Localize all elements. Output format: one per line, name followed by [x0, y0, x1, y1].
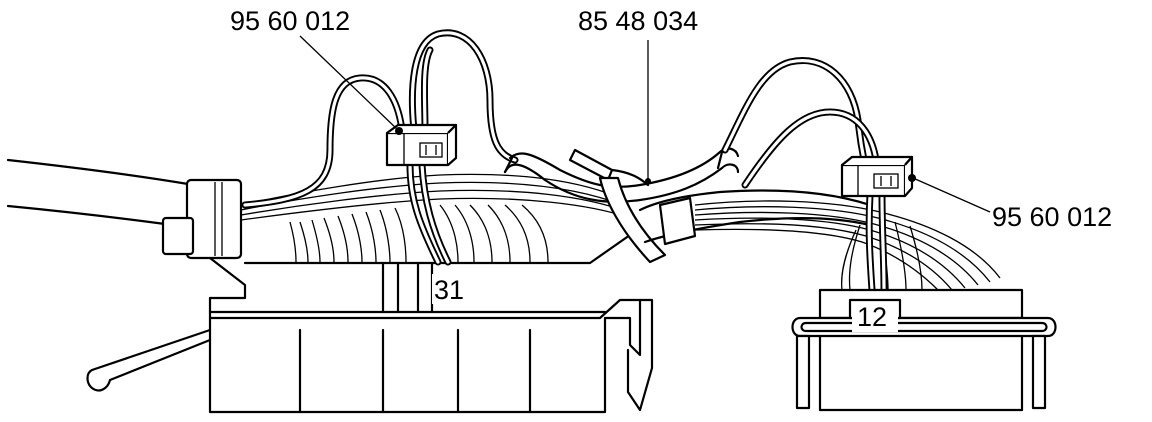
label-plug-right: 12 [857, 302, 887, 332]
right-connector-wires [721, 57, 888, 294]
left-connector-wires [241, 29, 519, 266]
leader-connector-left [299, 35, 399, 131]
left-mounting-plate [86, 226, 654, 414]
cable-tie-marker [645, 178, 651, 184]
label-connector-left: 95 60 012 [230, 6, 350, 36]
connector-left [385, 123, 458, 167]
leader-connector-right [912, 177, 991, 213]
right-wire-bundle [638, 189, 1001, 291]
label-ground-bg [432, 274, 472, 304]
incoming-cable [6, 158, 190, 226]
left-grommet [161, 178, 243, 260]
ground-post [381, 261, 434, 314]
label-cable-tie: 85 48 034 [578, 6, 698, 36]
connector-right-marker [908, 174, 916, 182]
label-ground-wire: 31 [434, 275, 464, 305]
connector-right [840, 155, 914, 198]
label-plug-bg [852, 302, 898, 332]
plug-right [791, 288, 1057, 412]
label-connector-right: 95 60 012 [992, 202, 1112, 232]
